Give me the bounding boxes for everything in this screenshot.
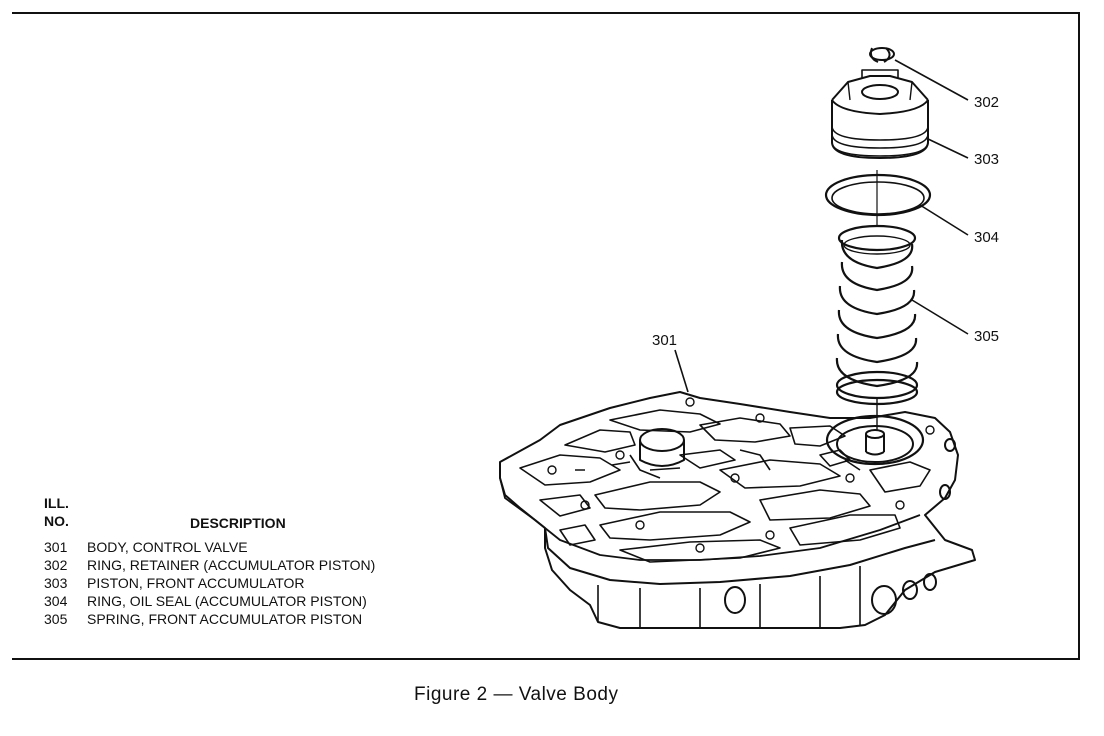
front-accumulator-spring — [835, 170, 919, 430]
callout-304: 304 — [974, 229, 999, 246]
item-number: 304 — [44, 593, 68, 609]
header-ill: ILL. — [44, 495, 69, 511]
parts-legend: ILL. NO. DESCRIPTION 301 BODY, CONTROL V… — [44, 494, 464, 628]
item-number: 301 — [44, 539, 68, 555]
header-no: NO. — [44, 513, 69, 529]
item-description: SPRING, FRONT ACCUMULATOR PISTON — [87, 611, 363, 627]
header-description: DESCRIPTION — [190, 515, 286, 531]
legend-rows: 301 BODY, CONTROL VALVE 302 RING, RETAIN… — [44, 538, 464, 628]
item-description: RING, RETAINER (ACCUMULATOR PISTON) — [87, 557, 376, 573]
control-valve-body — [499, 391, 976, 629]
item-number: 303 — [44, 575, 68, 591]
item-number: 305 — [44, 611, 68, 627]
callout-301: 301 — [652, 332, 677, 349]
leader-lines — [674, 59, 969, 393]
item-description: BODY, CONTROL VALVE — [87, 539, 248, 555]
legend-row: 304 RING, OIL SEAL (ACCUMULATOR PISTON) — [44, 592, 464, 610]
retainer-ring — [869, 47, 895, 63]
figure-caption: Figure 2 — Valve Body — [414, 684, 619, 705]
legend-header: ILL. NO. DESCRIPTION — [44, 494, 464, 531]
item-number: 302 — [44, 557, 68, 573]
callout-303: 303 — [974, 151, 999, 168]
oil-seal-ring — [824, 173, 932, 217]
figure-frame — [12, 12, 1080, 660]
legend-row: 305 SPRING, FRONT ACCUMULATOR PISTON — [44, 610, 464, 628]
legend-row: 303 PISTON, FRONT ACCUMULATOR — [44, 574, 464, 592]
callout-305: 305 — [974, 328, 999, 345]
item-description: PISTON, FRONT ACCUMULATOR — [87, 575, 305, 591]
legend-row: 302 RING, RETAINER (ACCUMULATOR PISTON) — [44, 556, 464, 574]
item-description: RING, OIL SEAL (ACCUMULATOR PISTON) — [87, 593, 367, 609]
front-accumulator-piston — [831, 69, 929, 159]
legend-row: 301 BODY, CONTROL VALVE — [44, 538, 464, 556]
callout-302: 302 — [974, 94, 999, 111]
